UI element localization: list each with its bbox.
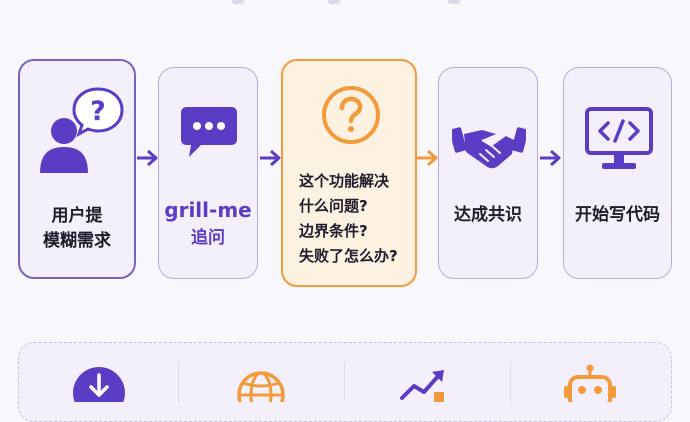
divider	[510, 362, 511, 402]
monitor-code-icon	[585, 107, 653, 169]
handshake-icon	[452, 127, 526, 169]
svg-text:?: ?	[90, 96, 106, 127]
arrow-right-icon	[137, 149, 158, 167]
download-circle-icon	[73, 367, 125, 402]
step-label-line: 开始写代码	[575, 205, 660, 225]
step-grill-me: grill-me 追问	[158, 67, 258, 279]
chat-bubble-icon	[181, 107, 237, 157]
question-line: 什么问题?	[299, 197, 368, 215]
question-line: 这个功能解决	[299, 172, 390, 190]
divider	[344, 362, 345, 402]
divider	[178, 362, 179, 402]
step-consensus: 达成共识	[438, 67, 538, 279]
arrow-right-icon	[540, 149, 561, 167]
growth-chart-icon	[400, 370, 444, 402]
step-label-line: 模糊需求	[43, 231, 111, 251]
person-question-icon: ?	[40, 87, 124, 173]
question-line: 失败了怎么办?	[299, 247, 398, 265]
grill-me-title: grill-me	[164, 198, 252, 222]
step-user-request: ? 用户提 模糊需求	[18, 59, 136, 279]
robot-icon	[564, 364, 616, 402]
step-label-line: 达成共识	[454, 205, 522, 225]
question-line: 边界条件?	[299, 222, 368, 240]
top-decoration	[0, 0, 690, 8]
question-circle-icon	[322, 86, 380, 144]
step-questions: 这个功能解决 什么问题? 边界条件? 失败了怎么办?	[281, 59, 417, 287]
globe-icon	[237, 371, 285, 402]
arrow-right-icon	[417, 149, 438, 167]
step-start-coding: 开始写代码	[563, 67, 672, 279]
arrow-right-icon	[260, 149, 281, 167]
step-label-line: 用户提	[51, 206, 103, 226]
grill-me-subtitle: 追问	[191, 228, 225, 248]
